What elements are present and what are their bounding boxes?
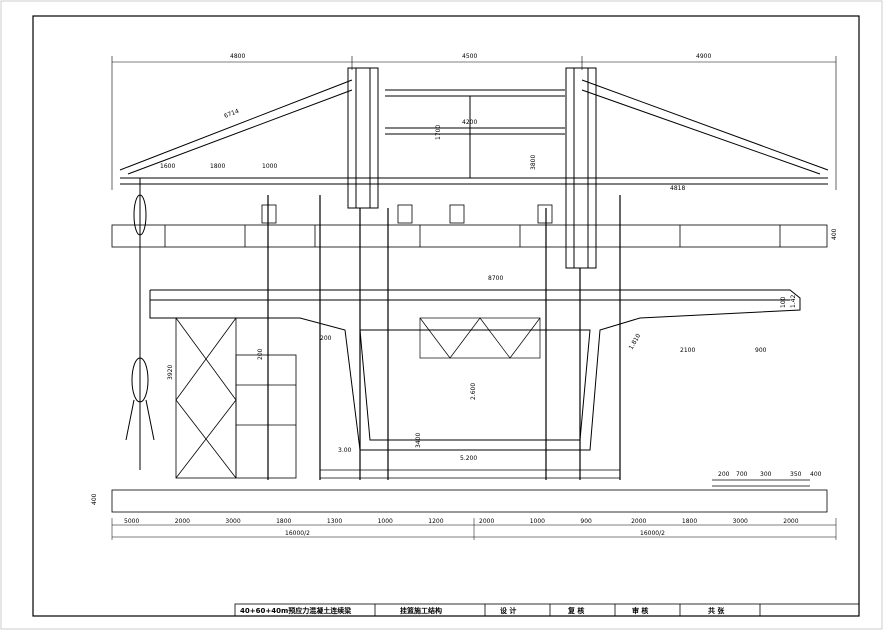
bottom-dim-label: 2000 [175,518,190,525]
title-drawing-name: 挂篮施工结构 [400,606,442,615]
box-girder-section [149,289,801,451]
bottom-dim-label: 2000 [479,518,494,525]
main-truss [119,79,829,185]
rs-2: 300 [760,471,772,478]
rs-3: 350 [790,471,802,478]
dim-wing: 900 [755,347,767,354]
bottom-dim-label: 1800 [276,518,291,525]
bottom-dim-label: 2000 [631,518,646,525]
dim-height-left: 3920 [167,365,174,380]
main-beam [111,224,828,248]
inner-cross-truss [419,317,541,359]
dim-inner-height: 1700 [435,125,442,140]
title-project: 40+60+40m预应力混凝土连续梁 [240,606,352,615]
dim-wall-left: 200 [257,348,264,360]
left-support-frame [175,317,297,479]
dim-right-b: 1.42 [790,294,797,308]
dim-bottom-slab: 5.200 [460,455,477,462]
dim-post-height: 3800 [530,155,537,170]
dim-cantilever: 2100 [680,347,695,354]
left-chain-hoist [125,178,155,470]
rs-0: 200 [718,471,730,478]
bottom-dim-label: 5000 [124,518,139,525]
dim-bottom-left: 3.00 [338,447,352,454]
rs-1: 700 [736,471,748,478]
title-design: 设 计 [500,606,516,615]
rs-4: 400 [810,471,822,478]
side-height-left: 400 [91,493,98,505]
title-block [234,603,860,617]
title-approve: 审 核 [632,606,648,615]
dim-web-lower: 3400 [415,433,422,448]
bottom-dimension-chain [111,518,837,540]
slope-label-right: 4818 [670,185,685,192]
right-small-dims: 200 700 300 350 400 [718,471,822,478]
dim-top-mid: 4500 [462,53,477,60]
bottom-total-left: 16000/2 [285,530,310,537]
bottom-row-labels: 5000 2000 3000 1800 1300 1000 1200 2000 1000 900 2… [124,518,799,525]
bottom-dim-label: 3000 [225,518,240,525]
dim-top-left: 4800 [230,53,245,60]
bottom-dim-label: 2000 [783,518,798,525]
side-height-right: 400 [831,228,838,240]
hanger-jacks [261,204,553,224]
dim-deck-width: 8700 [488,275,503,282]
bottom-dim-label: 900 [580,518,592,525]
bottom-dim-label: 1000 [530,518,545,525]
dim-right-a: 100 [780,296,787,308]
title-sheet: 共 张 [708,606,725,615]
dim-inner-width: 4200 [462,119,477,126]
bottom-dim-label: 1300 [327,518,342,525]
dim-left-3: 1000 [262,163,277,170]
dim-left-2: 1800 [210,163,225,170]
suspension-rods [267,195,621,480]
bottom-dim-label: 1000 [378,518,393,525]
bottom-platform [111,469,828,513]
bottom-dim-label: 1200 [428,518,443,525]
truss-posts [347,67,597,269]
bottom-total-right: 16000/2 [640,530,665,537]
title-review: 复 核 [567,606,584,615]
dim-top-right: 4900 [696,53,711,60]
dim-web-left: 200 [320,335,332,342]
bottom-dim-label: 1800 [682,518,697,525]
dim-web-height: 2.600 [470,383,477,400]
bottom-dim-label: 3000 [733,518,748,525]
dim-left-1: 1600 [160,163,175,170]
